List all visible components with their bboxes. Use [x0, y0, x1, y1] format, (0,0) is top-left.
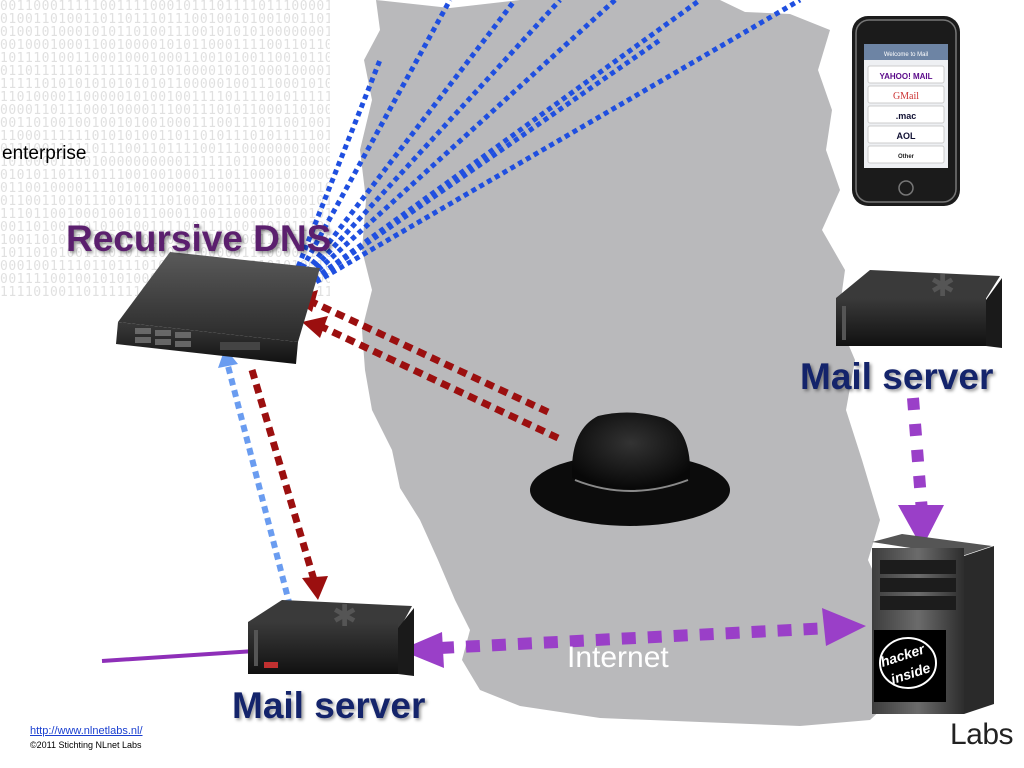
internet-mail-arrow [439, 622, 831, 654]
phone-icon [852, 16, 960, 206]
phone-option-yahoo: YAHOO! MAIL [879, 72, 932, 81]
mail-to-dns-arrowhead [218, 348, 238, 368]
dns-server [116, 252, 320, 364]
internet-cloud [360, 0, 902, 726]
hacker-tower-icon [872, 534, 994, 714]
svg-text:✱: ✱ [930, 269, 955, 304]
phone-option-gmail: GMail [893, 91, 919, 102]
internet-arrowhead-left [400, 632, 444, 668]
mail-right-to-hacker-arrowhead [898, 505, 944, 548]
internet-label: Internet [567, 641, 669, 674]
black-hat-icon [530, 412, 730, 526]
labs-logo: Labs [950, 718, 1014, 751]
phone-option-aol: AOL [897, 131, 917, 141]
svg-text:✱: ✱ [332, 599, 357, 634]
internet-arrowhead-right [822, 608, 866, 646]
spoof-arrowhead-2 [302, 316, 328, 338]
recursive-dns-label: Recursive DNS [66, 218, 332, 259]
dns-to-mail-arrow [248, 369, 318, 581]
phone-option-mac: .mac [896, 111, 917, 121]
enterprise-label: enterprise [2, 143, 87, 164]
inbound-mail-line [101, 649, 256, 663]
binary-background: 0011000111110011110001011101111011100001… [0, 0, 330, 299]
dns-query-arrows [282, 0, 802, 303]
mail-server-bottom-label: Mail server [232, 685, 426, 726]
mail-server-right-icon: ✱ [836, 269, 1002, 348]
mail-right-to-hacker-arrow [907, 397, 928, 513]
mail-server-right-label: Mail server [800, 356, 994, 397]
phone-option-other: Other [898, 154, 915, 160]
phone-header: Welcome to Mail [884, 52, 928, 58]
copyright-text: ©2011 Stichting NLnet Labs [30, 740, 142, 750]
mail-server-bottom-icon: ✱ [248, 599, 414, 676]
nlnetlabs-link[interactable]: http://www.nlnetlabs.nl/ [30, 725, 143, 737]
dns-to-mail-arrowhead [302, 576, 328, 600]
mail-to-dns-arrow [225, 365, 293, 607]
